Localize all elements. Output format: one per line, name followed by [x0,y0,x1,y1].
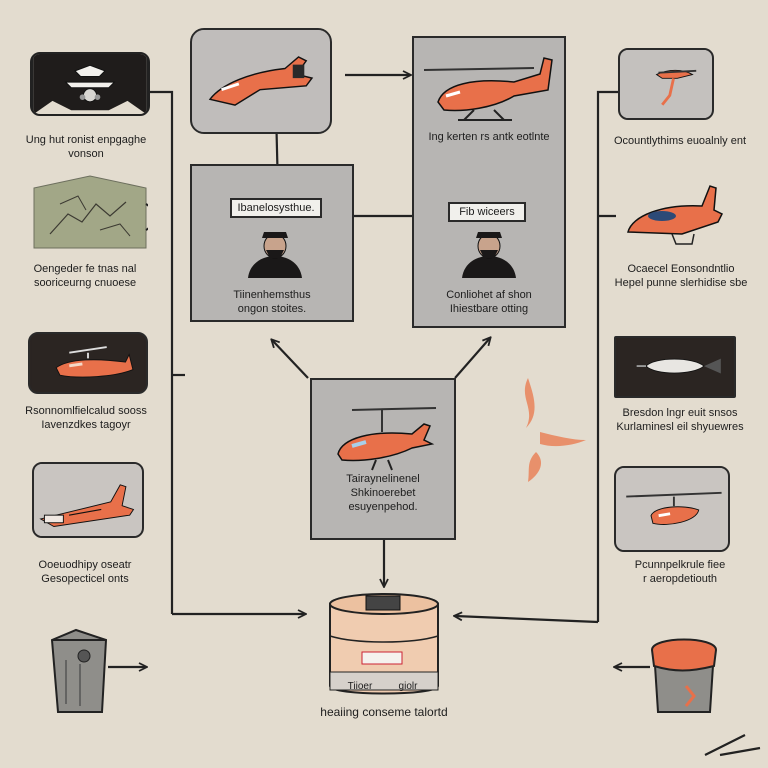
corner-scribble [704,734,761,757]
heli-panel-caption: Ing kerten rs antk eotlnte [428,131,550,143]
operator-icon [462,232,516,278]
left-tile-4 [32,462,144,538]
jet-drone-icon [192,30,330,132]
operator-icon [248,232,302,278]
drone-side-icon [627,185,724,245]
left-tile-1 [30,52,150,116]
left-bin [46,620,112,718]
helicopter-drone-icon [337,407,437,471]
cargo-drone-icon [34,464,142,536]
middle-left-label: Ibanelosysthue. [230,198,322,218]
helicopter-icon [423,57,553,121]
left-tile-2 [30,174,148,250]
right-caption-1: Ocountlythims euoalnly ent [613,135,747,147]
rotor-drone-icon [620,50,712,118]
center-up-right-arrow [454,338,490,379]
heli-panel: Ing kerten rs antk eotlnte Fib wiceers C… [412,36,566,328]
left-tile-3 [28,332,148,394]
trash-bin-icon [50,628,108,713]
left-backbone-line [150,90,174,614]
plane-tile [190,28,332,134]
flame-decoration [524,378,586,482]
hub-container: Tiioer giolr [326,586,442,698]
bird-robot-icon [33,54,147,114]
right-tile-3 [614,336,736,398]
hub-caption: heaiing conseme talortd [320,705,448,719]
right-bin [650,626,718,718]
quad-drone-icon [616,468,728,550]
right-tile-2 [622,176,726,248]
right-to-hub-arrow [455,616,599,624]
right-tile-4 [614,466,730,552]
helicopter-drone-icon [31,334,145,392]
middle-right-label: Fib wiceers [448,202,526,222]
hub-base-text-left: Tiioer [347,681,373,692]
map-icon [33,175,148,249]
center-up-left-arrow [272,340,309,379]
trash-bin-icon [650,638,718,713]
bomb-drone-icon [617,338,733,396]
hub-base-text-right: giolr [398,681,418,692]
right-tile-1 [618,48,714,120]
container-icon [329,593,439,695]
